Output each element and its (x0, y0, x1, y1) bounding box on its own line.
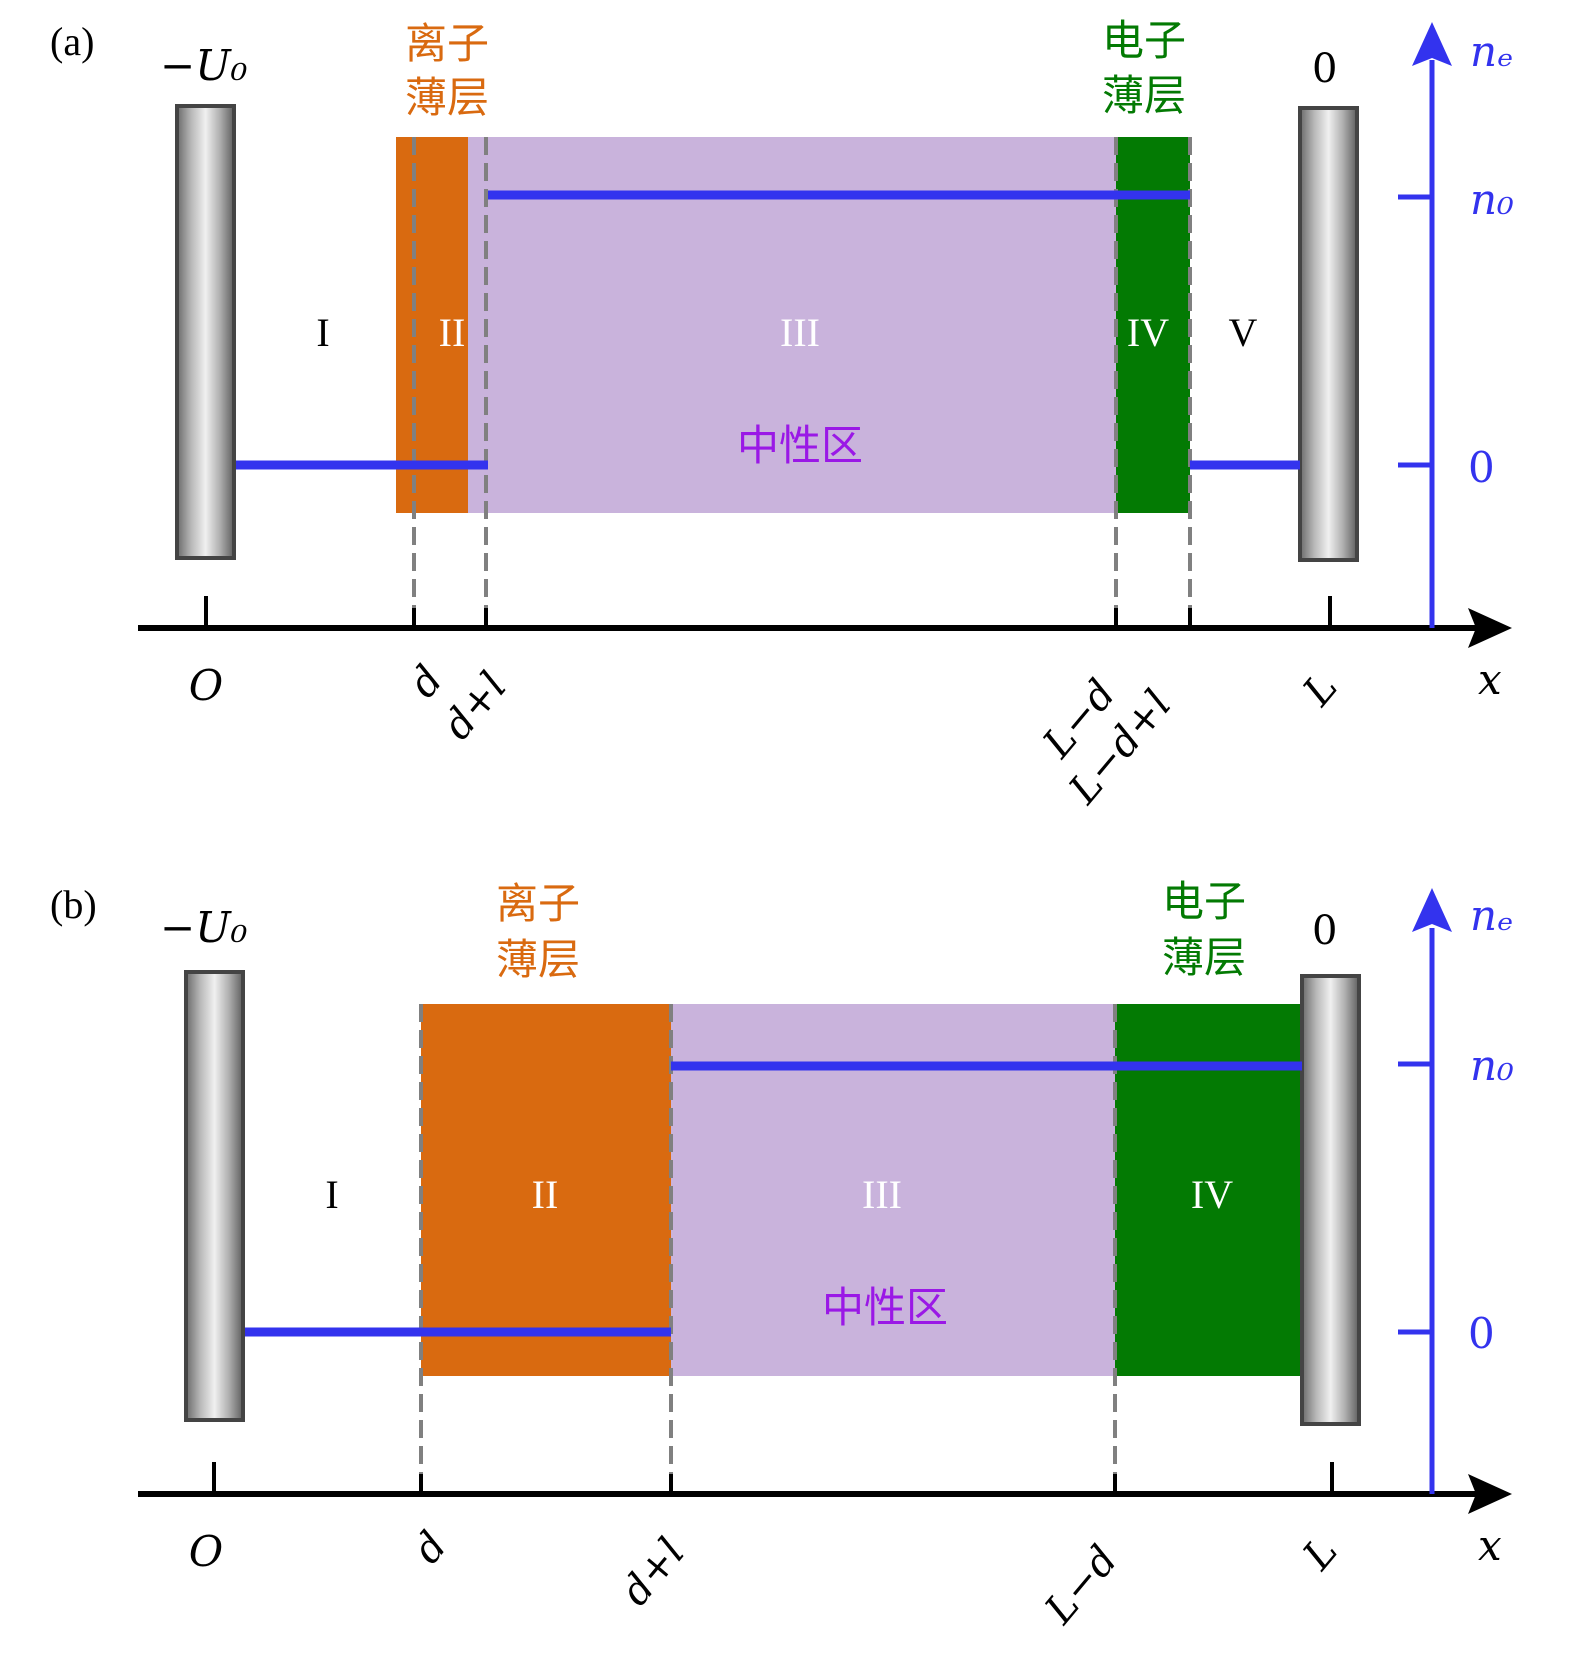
x-ticks (212, 1462, 1334, 1494)
panel-label: (b) (50, 882, 97, 927)
panel-a: (a) −U₀ 0 离子 薄层 电子 薄层 I II III IV V 中性区 (50, 16, 1514, 813)
ne-tick-label-n0: n₀ (1470, 1041, 1514, 1090)
ne-tick-label-zero: 0 (1468, 1309, 1495, 1358)
x-axis-label: x (1478, 655, 1502, 704)
ion-sheath-label-line2: 薄层 (405, 73, 489, 122)
right-electrode (1300, 974, 1361, 1426)
left-electrode-potential: −U₀ (160, 41, 248, 90)
panel-label: (a) (50, 19, 94, 64)
left-electrode (175, 104, 236, 560)
ne-axis-label: nₑ (1470, 27, 1513, 76)
region-III-label: III (780, 310, 820, 355)
ion-sheath-label: 离子 (496, 879, 580, 928)
boundary-dashes (419, 1004, 1117, 1480)
region-II-label: II (439, 310, 466, 355)
right-electrode (1298, 106, 1359, 562)
region-II-label: II (532, 1172, 559, 1217)
x-axis-arrow-icon (1468, 1474, 1512, 1514)
ion-sheath-label: 离子 (405, 19, 489, 68)
ne-tick-label-n0: n₀ (1470, 175, 1514, 224)
neutral-region-label: 中性区 (822, 1283, 948, 1332)
x-tick-label-L: L (1294, 1529, 1347, 1580)
region-IV-label: IV (1127, 310, 1169, 355)
x-tick-label-L: L (1294, 665, 1347, 716)
electron-sheath-label-line2: 薄层 (1102, 71, 1186, 120)
right-electrode-potential: 0 (1312, 46, 1337, 92)
x-tick-label-O: O (189, 1527, 223, 1576)
region-III-label: III (862, 1172, 902, 1217)
ion-sheath-region (421, 1004, 671, 1376)
electron-sheath-region (1116, 137, 1190, 513)
panel-b: (b) −U₀ 0 离子 薄层 电子 薄层 I II III IV 中性区 (50, 877, 1514, 1633)
x-tick-label-d-plus-l: d+l (434, 664, 515, 749)
x-axis-arrow-icon (1468, 608, 1512, 648)
x-axis-label: x (1478, 1521, 1502, 1570)
region-V-label: V (1229, 310, 1258, 355)
left-electrode (184, 970, 245, 1422)
x-tick-label-O: O (189, 661, 223, 710)
region-I-label: I (325, 1172, 338, 1217)
ion-sheath-region (396, 137, 468, 513)
electron-sheath-label-line2: 薄层 (1162, 933, 1246, 982)
region-I-label: I (316, 310, 329, 355)
ne-axis-arrow-icon (1412, 22, 1452, 66)
density-profile (236, 190, 1300, 470)
ne-axis-arrow-icon (1412, 888, 1452, 932)
density-profile (245, 1061, 1302, 1337)
region-IV-label: IV (1191, 1172, 1233, 1217)
neutral-region (468, 137, 1116, 513)
left-electrode-potential: −U₀ (160, 903, 248, 952)
x-tick-label-L-minus-d: L−d (1036, 1537, 1127, 1633)
x-tick-label-d-plus-l: d+l (612, 1530, 693, 1615)
right-electrode-potential: 0 (1312, 908, 1337, 954)
x-tick-label-d: d (404, 1523, 456, 1572)
boundary-dashes (412, 137, 1192, 612)
x-ticks (204, 596, 1332, 628)
x-tick-label-d: d (400, 657, 452, 706)
ne-axis-label: nₑ (1470, 891, 1513, 940)
electron-sheath-label: 电子 (1162, 877, 1246, 926)
neutral-region-label: 中性区 (737, 421, 863, 470)
electron-sheath-label: 电子 (1102, 16, 1186, 65)
ion-sheath-label-line2: 薄层 (496, 935, 580, 984)
ne-tick-label-zero: 0 (1468, 443, 1495, 492)
